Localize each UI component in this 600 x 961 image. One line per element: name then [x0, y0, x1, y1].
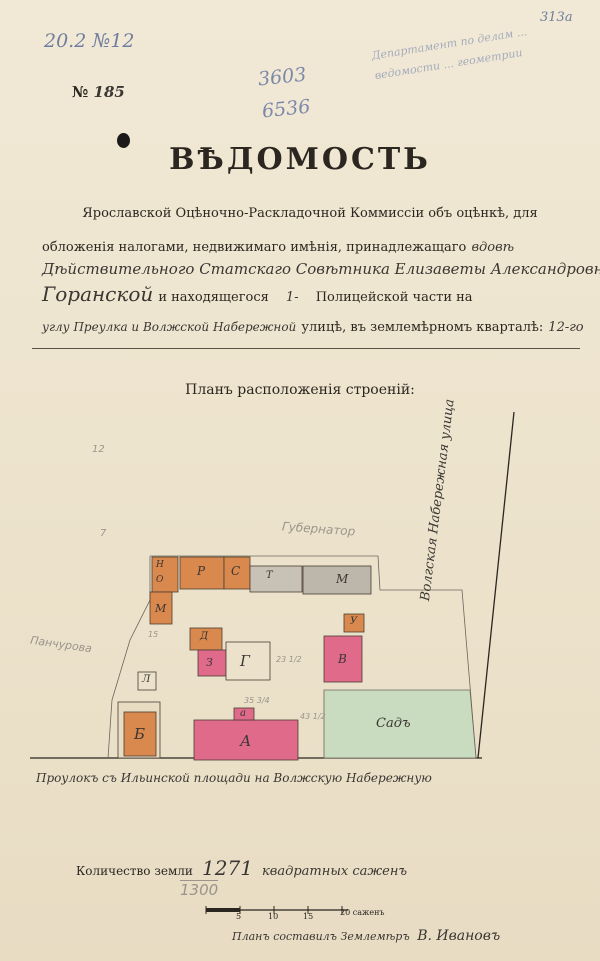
label-building-s: С [231, 564, 241, 578]
land-label: Количество земли [76, 864, 193, 878]
label-garden: Садъ [376, 716, 411, 731]
section-divider [32, 348, 580, 349]
label-building-a: А [240, 732, 252, 750]
scale-label-15: 15 [303, 912, 314, 921]
owner-surname-hand: Горанской [42, 282, 154, 306]
measure-4: 15 [148, 630, 159, 639]
measure-6: 7 [100, 528, 107, 539]
scale-label-20: 20 саженъ [340, 908, 385, 917]
land-quantity: Количество земли 1271 квадратных саженъ [76, 856, 407, 880]
building-a-small [233, 707, 255, 721]
body-line-4: Горанской и находящегося 1- Полицейской … [42, 282, 582, 306]
scale-bar-segment [206, 908, 240, 912]
corner-number-right: 313а [540, 10, 573, 25]
building-t [249, 565, 303, 593]
land-pencil-value: 1300 [180, 880, 219, 899]
building-s [223, 556, 251, 590]
signature-line: Планъ составилъ Землемѣръ В. Ивановъ [232, 928, 500, 944]
body-line-5-print: улицѣ, въ землемѣрномъ кварталѣ: [301, 320, 544, 335]
body-line-1: Ярославской Оцѣночно-Раскладочной Коммис… [82, 206, 538, 221]
scale-bar [205, 906, 348, 914]
plot-outline [107, 555, 477, 759]
building-m-gray [302, 565, 372, 595]
corner-note-left: 20.2 №12 [44, 30, 135, 52]
building-m-left [149, 591, 173, 625]
measure-5: 12 [92, 444, 105, 455]
owner-title-hand: Дѣйствительного Статскаго Совѣтника Елиз… [42, 260, 600, 278]
body-line-2-hand: вдовѣ [471, 240, 515, 255]
page-title: ВѢДОМОСТЬ [169, 142, 431, 177]
label-building-o: О [156, 575, 164, 585]
body-line-2: обложенія налогами, недвижимаго имѣнія, … [42, 236, 582, 255]
scale-label-5: 5 [236, 912, 242, 921]
street-boundary-line [477, 411, 515, 759]
label-lane: Проулокъ съ Ильинской площади на Волжску… [36, 771, 432, 785]
label-building-g: Г [240, 652, 250, 670]
measure-3: 23 1/2 [276, 655, 302, 664]
label-building-z: З [206, 656, 213, 669]
label-building-m-gray: М [336, 572, 349, 586]
body-line-4-print-c: Полицейской части на [315, 290, 473, 305]
building-l [137, 671, 157, 691]
signature-name: В. Ивановъ [417, 928, 501, 944]
label-building-l: Л [142, 674, 151, 685]
building-v [323, 635, 363, 683]
building-b [123, 711, 157, 757]
building-g [225, 641, 271, 681]
building-u [343, 613, 365, 633]
body-line-2-print: обложенія налогами, недвижимаго имѣнія, … [42, 240, 467, 255]
police-part-hand: 1- [285, 290, 299, 305]
building-n-o [151, 556, 179, 593]
plan-title: Планъ расположенія строеній: [185, 382, 415, 398]
label-building-t: Т [266, 570, 273, 581]
label-building-b: Б [134, 725, 146, 743]
building-z [197, 649, 227, 677]
label-building-v: В [338, 652, 347, 666]
body-line-5: углу Преулка и Волжской Набережной улицѣ… [42, 316, 584, 335]
building-r [179, 556, 225, 590]
street-hand: углу Преулка и Волжской Набережной [42, 320, 297, 334]
garden-area [323, 689, 477, 759]
ink-blot [117, 133, 130, 148]
land-value: 1271 [202, 856, 253, 880]
signature-text: Планъ составилъ Землемѣръ [232, 930, 410, 943]
quarter-hand: 12-го [548, 320, 584, 335]
scale-label-10: 10 [268, 912, 279, 921]
measure-2: 43 1/2 [300, 712, 326, 721]
label-building-d: Д [200, 631, 209, 642]
land-unit: квадратных саженъ [262, 864, 408, 879]
label-building-a-small: а [240, 708, 246, 719]
label-building-m-left: М [155, 602, 167, 615]
label-building-r: Р [197, 564, 206, 578]
doc-number-prefix: № [72, 83, 89, 101]
doc-number: № 185 [72, 83, 125, 101]
doc-number-value: 185 [93, 83, 125, 101]
label-building-n: Н [156, 560, 164, 570]
label-building-u: У [350, 616, 358, 627]
measure-1: 35 3/4 [244, 696, 270, 705]
body-line-4-print-a: и находящегося [158, 290, 269, 305]
